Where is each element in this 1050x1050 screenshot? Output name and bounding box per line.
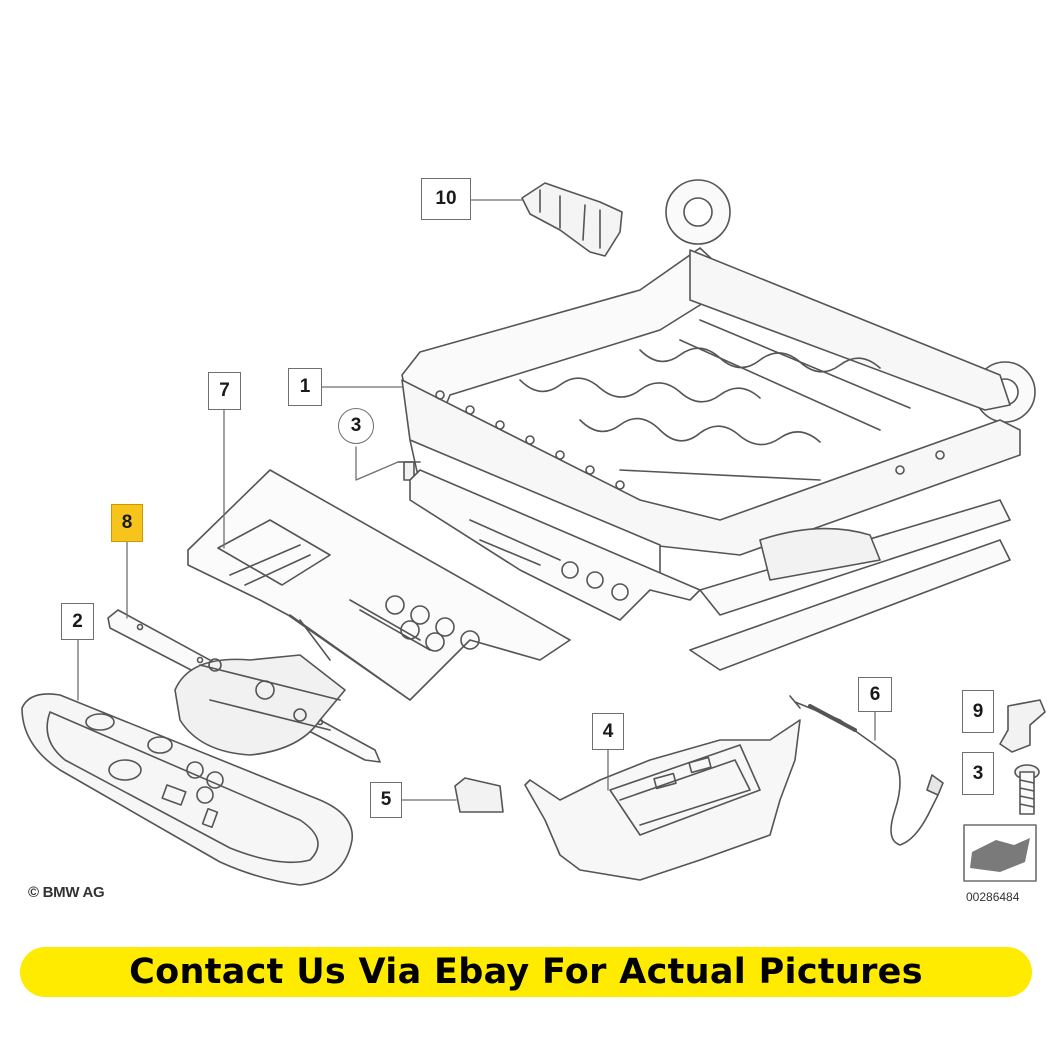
callout-label-6: 6 (858, 677, 892, 712)
leader-lines (77, 199, 876, 801)
part-7-tray (187, 469, 701, 701)
callout-label-5: 5 (370, 782, 402, 818)
part-6-cable (789, 695, 944, 846)
direction-arrow-icon (963, 824, 1037, 882)
callout-label-8: 8 (111, 504, 143, 542)
copyright-text: © BMW AG (28, 884, 105, 901)
callout-label-3-lower: 3 (962, 752, 994, 795)
part-5-cap (454, 777, 504, 813)
callout-label-3-upper: 3 (338, 408, 374, 444)
contact-banner-text: Contact Us Via Ebay For Actual Pictures (129, 952, 923, 992)
part-10-bracket (521, 182, 623, 257)
seat-adjust-mechanism (174, 654, 346, 756)
callout-label-7: 7 (208, 372, 241, 410)
callout-label-2: 2 (61, 603, 94, 640)
callout-label-1: 1 (288, 368, 322, 406)
diagram-number: 00286484 (966, 890, 1020, 904)
callout-label-10: 10 (421, 178, 471, 220)
part-3-bolt-upper (397, 461, 421, 481)
callout-label-4: 4 (592, 713, 624, 750)
part-3-bolt-lower (1014, 764, 1040, 815)
part-2-cover (21, 693, 353, 886)
part-1-seat-frame (401, 179, 1036, 671)
callout-label-9: 9 (962, 690, 994, 733)
part-4-side-panel (524, 719, 801, 881)
part-9-clip (999, 699, 1046, 753)
contact-banner: Contact Us Via Ebay For Actual Pictures (20, 947, 1032, 997)
